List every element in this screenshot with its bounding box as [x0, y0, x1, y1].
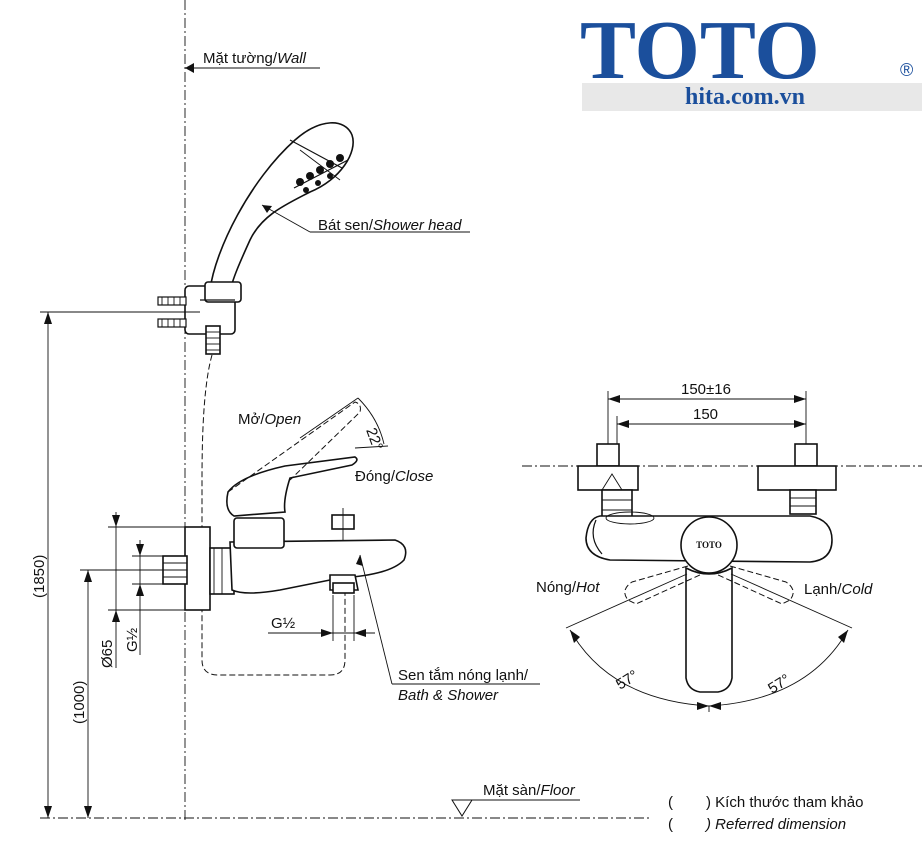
centers-label: 150 [693, 406, 718, 423]
legend-paren-2: ( [668, 816, 673, 833]
thread-bottom-label: G½ [271, 615, 296, 632]
centers-range-label: 150±16 [681, 381, 731, 398]
right-eccentric-union [757, 443, 837, 515]
shower-head [209, 122, 354, 293]
handle-hot-position [624, 565, 703, 605]
handle-open-position [227, 401, 361, 493]
close-label: Đóng/Close [355, 468, 433, 485]
toto-logo: TOTO ® hita.com.vn [580, 4, 922, 111]
floor-label: Mặt sàn/Floor [483, 782, 576, 799]
height-total-label: (1850) [31, 555, 48, 598]
legend: ( ) Kích thước tham khảo ( ) Referred di… [668, 794, 863, 833]
centers-range-dimension [607, 391, 807, 445]
height-outlet-label: (1000) [71, 681, 88, 724]
thread-left-dimension [132, 540, 163, 655]
wall-bracket [184, 281, 242, 355]
shower-head-label: Bát sen/Shower head [318, 217, 462, 234]
diameter-dimension [108, 512, 185, 668]
angle-right-label: 57° [765, 671, 793, 697]
diameter-label: Ø65 [99, 640, 116, 668]
cold-label: Lạnh/Cold [804, 581, 873, 598]
product-leader [356, 554, 540, 685]
floor-symbol [451, 799, 580, 817]
mixer-body-side [162, 456, 407, 611]
site-banner [582, 83, 922, 111]
rotation-angle-dimension [565, 573, 853, 712]
product-label-vi: Sen tắm nóng lạnh/ [398, 667, 529, 684]
hot-label: Nóng/Hot [536, 579, 600, 596]
legend-paren-1: ( [668, 794, 673, 811]
thread-bottom-dimension [268, 595, 375, 641]
wall-label: Mặt tường/Wall [203, 50, 307, 67]
angle-left-label: 57° [613, 667, 641, 693]
wall-anchors [157, 296, 187, 328]
thread-left-label: G½ [124, 627, 141, 652]
handle-cold-position [715, 565, 794, 605]
site-url: hita.com.vn [685, 84, 805, 110]
product-label-en: Bath & Shower [398, 687, 499, 704]
shower-hose [201, 354, 346, 676]
centers-dimension [616, 416, 806, 445]
faucet-logo-text: TOTO [696, 540, 722, 550]
wall-label-arrow [185, 63, 320, 73]
legend-line-1: ) Kích thước tham khảo [706, 794, 863, 811]
handle-front: TOTO [680, 516, 738, 693]
height-1850-dimension [40, 311, 200, 818]
shower-head-leader [261, 204, 470, 233]
brand-name: TOTO [580, 4, 820, 97]
open-angle-label: 22° [362, 426, 386, 453]
open-angle-dimension [299, 397, 389, 449]
left-eccentric-union [577, 443, 639, 521]
open-label: Mở/Open [238, 411, 301, 428]
legend-line-2: ) Referred dimension [704, 816, 846, 833]
registered-mark: ® [900, 60, 913, 80]
height-1000-dimension [80, 569, 165, 818]
